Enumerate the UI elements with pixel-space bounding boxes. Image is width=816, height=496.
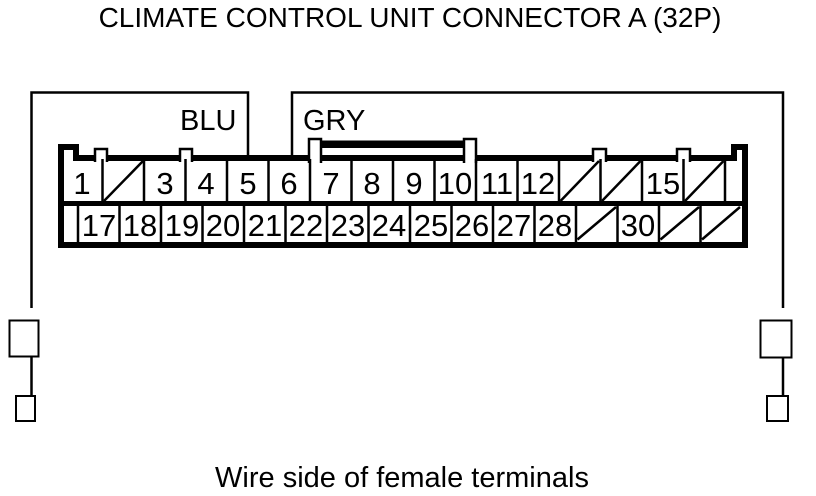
pin-label: 11 [481, 166, 513, 201]
pin-label: 12 [521, 166, 555, 201]
hatch-marks [103, 160, 741, 241]
pin-label: 10 [438, 166, 472, 201]
pin-label: 8 [363, 166, 380, 201]
mounting-tab-left [8, 319, 40, 422]
latch-foot-right [462, 137, 478, 163]
polarizing-tabs [93, 147, 692, 162]
caption: Wire side of female terminals [215, 462, 589, 494]
bottom-row-pin-labels: 17 18 19 20 21 22 23 24 25 26 27 28 30 [82, 208, 655, 243]
pin-label: 18 [123, 208, 157, 243]
mounting-tab-right [759, 319, 793, 422]
polarizing-tab [178, 147, 194, 162]
pin-label: 21 [248, 208, 282, 243]
mounting-square-small [766, 395, 789, 422]
pin-label: 7 [322, 166, 339, 201]
wire-segment-bracket-right: GRY [290, 91, 785, 308]
page-title: CLIMATE CONTROL UNIT CONNECTOR A (32P) [99, 2, 722, 33]
polarizing-tab [591, 147, 608, 162]
pin-label: 22 [289, 208, 323, 243]
pin-label: 17 [82, 208, 116, 243]
pin-label: 24 [372, 208, 406, 243]
pin-label: 3 [156, 166, 173, 201]
polarizing-tab [675, 147, 692, 162]
pin-label: 20 [206, 208, 240, 243]
wire-color-label-gry: GRY [303, 105, 365, 137]
pin-label: 19 [165, 208, 199, 243]
wire-segment-bracket-left: BLU [30, 91, 250, 308]
bottom-row-cell-lines [76, 203, 702, 242]
pin-label: 1 [73, 166, 90, 201]
top-row-cell-lines [101, 159, 727, 204]
mounting-square-small [15, 395, 36, 422]
pin-label: 6 [280, 166, 297, 201]
pin-label: 4 [197, 166, 214, 201]
pin-label: 28 [538, 208, 572, 243]
pin-label: 5 [239, 166, 256, 201]
pin-label: 30 [621, 208, 655, 243]
connector-latch [307, 137, 478, 163]
pin-label: 26 [455, 208, 489, 243]
pin-label: 27 [497, 208, 531, 243]
latch-bar [321, 140, 465, 148]
bracket-left-line [30, 91, 250, 308]
pin-label: 23 [331, 208, 365, 243]
mounting-square-large [759, 319, 793, 359]
pin-label: 9 [405, 166, 422, 201]
pin-label: 25 [414, 208, 448, 243]
mounting-square-large [8, 319, 40, 358]
latch-foot-left [307, 137, 323, 163]
top-row-pin-labels: 1 3 4 5 6 7 8 9 10 11 12 15 [73, 166, 680, 201]
bracket-right-line [290, 91, 785, 308]
polarizing-tab [93, 147, 109, 162]
wire-color-label-blu: BLU [180, 105, 236, 137]
connector-body-outline [58, 144, 748, 248]
pin-label: 15 [646, 166, 680, 201]
